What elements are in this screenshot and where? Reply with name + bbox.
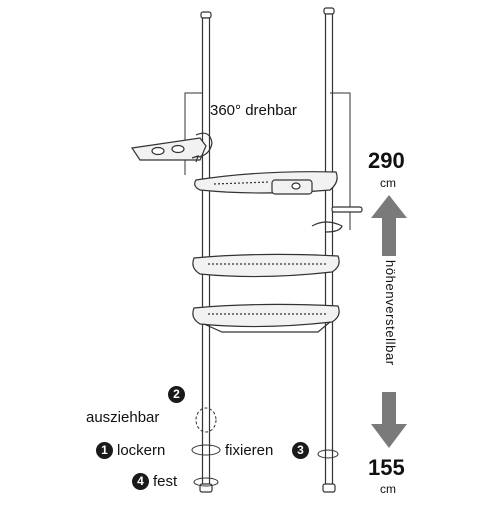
step-4-label: fest xyxy=(153,473,178,490)
side-hook xyxy=(311,206,363,233)
right-pole xyxy=(322,7,336,493)
step-2-label: ausziehbar xyxy=(86,409,160,426)
shelf-middle xyxy=(192,253,340,278)
min-height-unit: cm xyxy=(380,482,396,496)
max-height-unit: cm xyxy=(380,176,396,190)
step-3-label: fixieren xyxy=(225,442,274,459)
shelf-bottom xyxy=(192,303,340,333)
min-height-value: 155 xyxy=(368,455,405,480)
max-height-value: 290 xyxy=(368,148,405,173)
step-4-number: 4 xyxy=(132,473,149,491)
adjustable-label: höhenverstellbar xyxy=(383,260,398,366)
adjustment-rings xyxy=(191,407,339,487)
step-1-label: lockern xyxy=(117,442,166,459)
rotation-label: 360° drehbar xyxy=(210,102,297,119)
step-2-number: 2 xyxy=(168,386,185,404)
towel-holder xyxy=(130,132,213,163)
height-arrow xyxy=(371,195,407,448)
shelf-top xyxy=(194,171,338,195)
step-1-number: 1 xyxy=(96,442,113,460)
left-pole xyxy=(199,11,213,493)
step-3-number: 3 xyxy=(292,442,309,460)
